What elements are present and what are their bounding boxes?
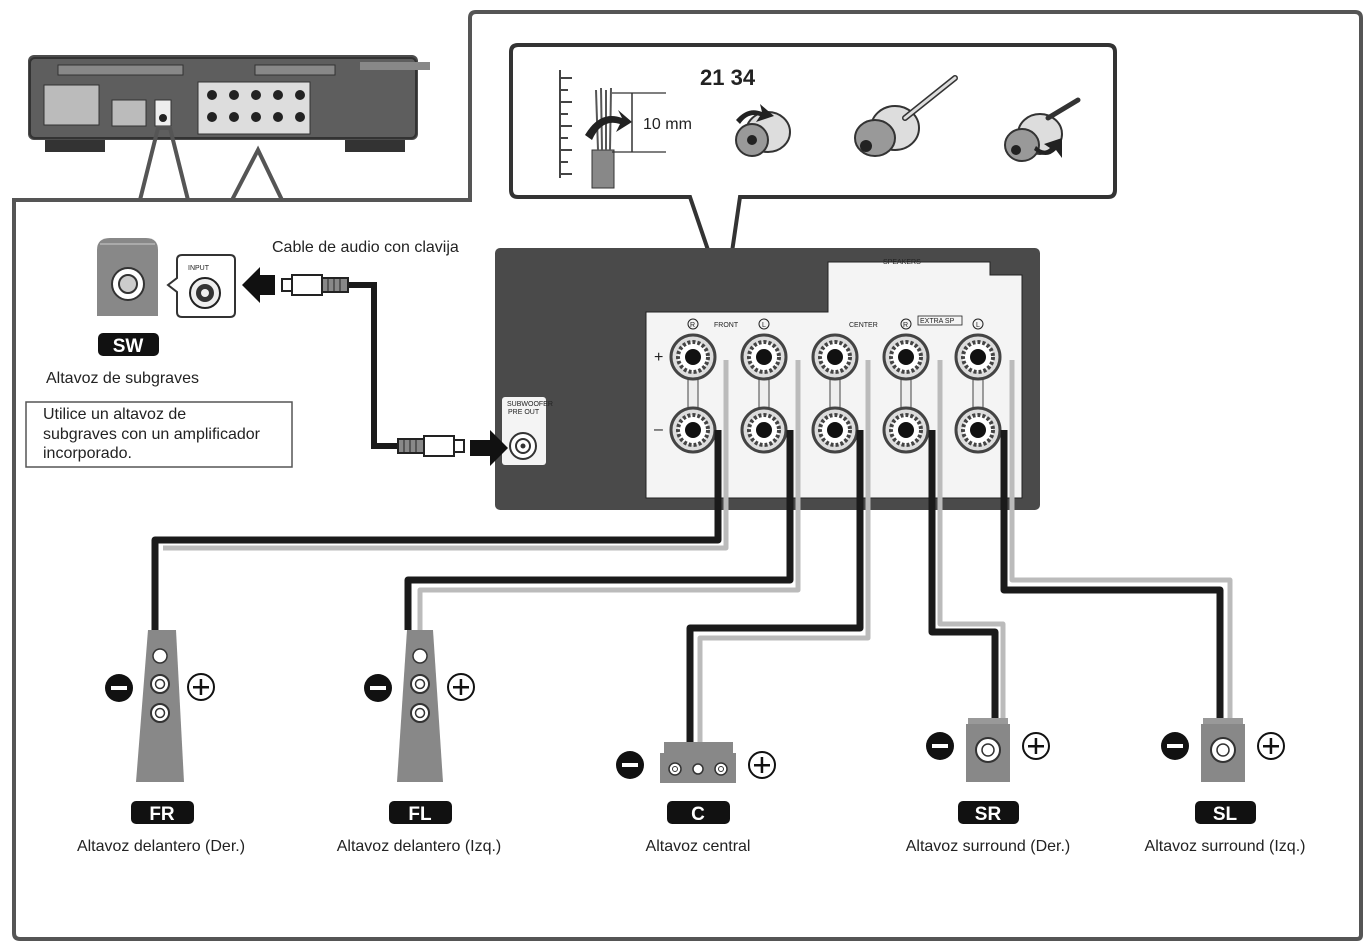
svg-text:C: C <box>691 804 705 825</box>
svg-text:FR: FR <box>149 804 175 825</box>
wire-jacket <box>591 149 615 189</box>
wire-prep-callout: 21 34 10 mm <box>509 43 1117 301</box>
terminal-step-1 <box>735 104 791 157</box>
svg-text:SL: SL <box>1213 804 1238 825</box>
svg-text:SR: SR <box>975 804 1002 825</box>
l-mark-front: L <box>758 318 770 330</box>
terminal-step-2 <box>854 75 958 157</box>
badge-sr: SR <box>958 801 1019 825</box>
speaker-sl <box>1161 718 1285 782</box>
cable-label: Cable de audio con clavija <box>272 239 459 256</box>
r-mark-front: R <box>687 318 699 330</box>
r-mark-surround: R <box>900 318 912 330</box>
terminal-link-3 <box>829 377 841 411</box>
label-c: Altavoz central <box>646 838 751 855</box>
subwoofer-note: Utilice un altavoz de subgraves con un a… <box>25 401 293 468</box>
svg-text:L: L <box>762 322 766 329</box>
label-fl: Altavoz delantero (Izq.) <box>337 838 502 855</box>
speaker-cables <box>151 360 1233 742</box>
strip-length-label: 10 mm <box>643 116 692 133</box>
terminal-link-1 <box>687 377 699 411</box>
extra-sp-label: EXTRA SP <box>920 318 955 325</box>
label-fr: Altavoz delantero (Der.) <box>77 838 245 855</box>
terminal-link-4 <box>900 377 912 411</box>
terminal-link-5 <box>972 377 984 411</box>
speaker-fl <box>364 630 475 782</box>
speaker-sr <box>926 718 1050 782</box>
label-sl: Altavoz surround (Izq.) <box>1145 838 1306 855</box>
badge-sl: SL <box>1195 801 1256 825</box>
minus-sign: – <box>654 421 663 438</box>
note-line-2: subgraves con un amplificador <box>43 426 261 443</box>
ruler <box>559 70 572 178</box>
speaker-c <box>616 742 776 783</box>
terminal-link-2 <box>758 377 770 411</box>
center-label: CENTER <box>849 322 878 329</box>
input-label: INPUT <box>188 265 210 272</box>
svg-text:FL: FL <box>408 804 432 825</box>
zoom-line-speakers <box>230 145 284 201</box>
badge-fl: FL <box>389 801 452 825</box>
svg-text:SW: SW <box>113 336 144 357</box>
zoom-line-subwoofer <box>138 126 190 201</box>
badge-fr: FR <box>131 801 194 825</box>
positive-terminal-2[interactable] <box>740 333 788 381</box>
positive-terminal-3[interactable] <box>811 333 859 381</box>
arrow-to-receiver <box>470 430 508 466</box>
positive-terminal-5[interactable] <box>954 333 1002 381</box>
twist-arrow <box>585 110 632 140</box>
terminal-step-3 <box>1004 97 1081 162</box>
negative-terminal-5[interactable] <box>954 406 1002 454</box>
badge-c: C <box>667 801 730 825</box>
plus-sign: + <box>654 349 663 366</box>
cable-plug-bottom <box>397 435 465 457</box>
cable-plug-top <box>281 274 349 296</box>
subwoofer-unit <box>97 238 158 316</box>
positive-terminal-1[interactable] <box>669 333 717 381</box>
label-sr: Altavoz surround (Der.) <box>906 838 1071 855</box>
negative-terminal-4[interactable] <box>882 406 930 454</box>
front-label: FRONT <box>714 322 739 329</box>
note-line-1: Utilice un altavoz de <box>43 406 186 423</box>
svg-text:R: R <box>903 322 908 329</box>
arrow-to-subwoofer <box>242 267 275 303</box>
note-line-3: incorporado. <box>43 445 132 462</box>
steps-label: 21 34 <box>700 65 756 90</box>
positive-terminal-4[interactable] <box>882 333 930 381</box>
subwoofer-input-callout: INPUT <box>166 254 236 318</box>
receiver-thumbnail <box>28 55 430 152</box>
audio-cable <box>281 274 465 457</box>
pre-out-label: PRE OUT <box>508 409 540 416</box>
subwoofer-name: Altavoz de subgraves <box>46 370 199 387</box>
negative-terminal-3[interactable] <box>811 406 859 454</box>
l-mark-surround: L <box>972 318 984 330</box>
speaker-fr <box>105 630 215 782</box>
speaker-terminals <box>669 333 1002 454</box>
svg-text:R: R <box>690 322 695 329</box>
svg-text:L: L <box>976 322 980 329</box>
negative-terminal-1[interactable] <box>669 406 717 454</box>
sw-badge: SW <box>98 333 159 357</box>
subwoofer-label: SUBWOOFER <box>507 401 553 408</box>
negative-terminal-2[interactable] <box>740 406 788 454</box>
speakers-label: SPEAKERS <box>883 259 921 266</box>
frame-outline <box>12 10 1363 941</box>
